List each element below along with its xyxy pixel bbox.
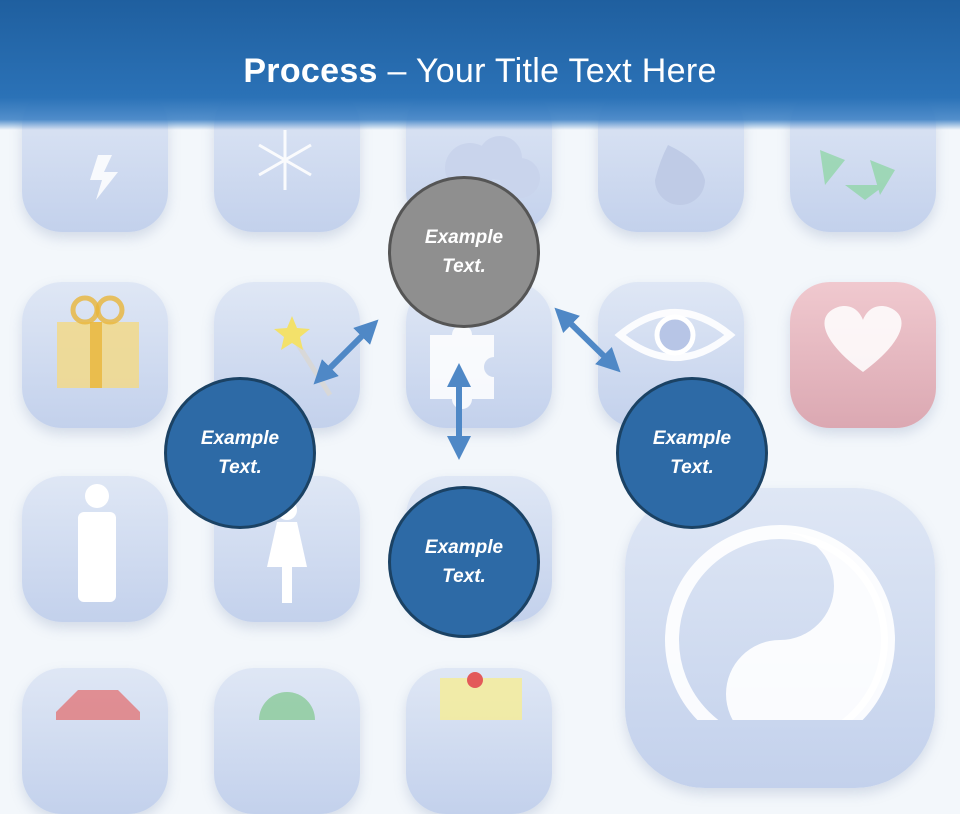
process-node-right: Example Text. [616,377,768,529]
node-top-label: Example Text. [424,227,504,277]
title-bold-part: Process [243,52,378,90]
arrow-top-left [313,319,379,385]
process-arrows [313,307,621,460]
process-node-bottom: Example Text. [388,486,540,638]
arrow-top-right [554,307,621,373]
node-bottom-label: Example Text. [424,537,504,587]
node-left-label: Example Text. [200,428,280,478]
process-node-top: Example Text. [388,176,540,328]
slide-title: Process – Your Title Text Here [0,52,960,91]
node-right-label: Example Text. [652,428,732,478]
title-bar [0,0,960,130]
process-node-left: Example Text. [164,377,316,529]
title-rest-part: – Your Title Text Here [377,52,717,90]
